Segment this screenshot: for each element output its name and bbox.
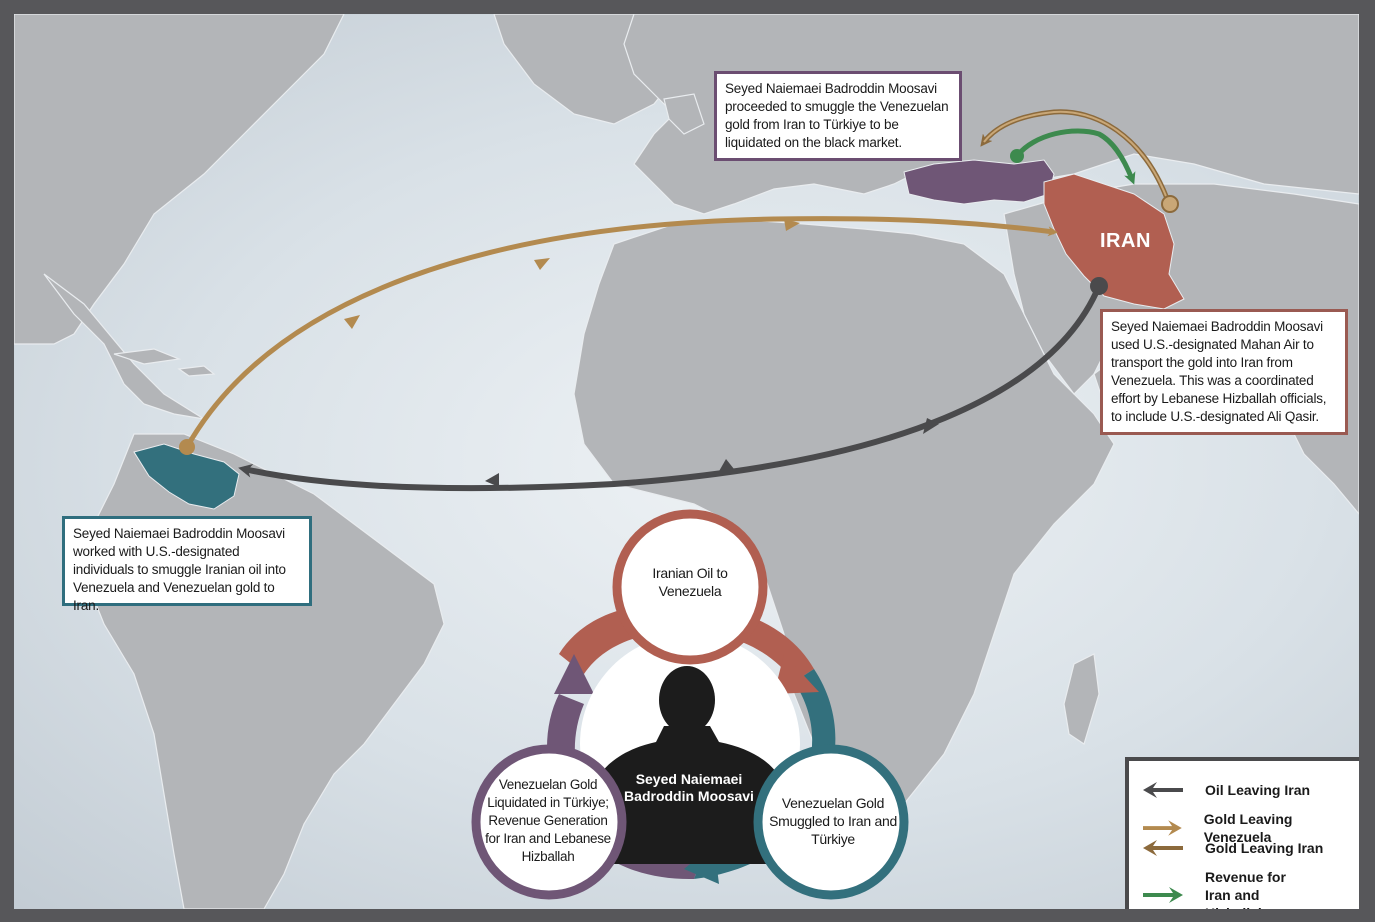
step-circle-gold-smuggled — [753, 744, 909, 900]
venezuela-callout: Seyed Naiemaei Badroddin Moosavi worked … — [62, 516, 312, 613]
legend-label: Revenue for Iran and Hizballah — [1205, 869, 1286, 909]
iran-map-label: IRAN — [1100, 230, 1151, 252]
gold-chevron — [784, 219, 800, 231]
cycle-chevron-oil — [774, 654, 819, 694]
gold-venezuela-route — [184, 216, 1058, 449]
legend-item-gold-iran: Gold Leaving Iran — [1143, 839, 1323, 857]
venezuela-origin-dot — [179, 439, 195, 455]
landmass-layer — [14, 14, 1359, 909]
brown-arrow-left-icon — [1143, 840, 1183, 856]
legend-item-revenue: Revenue for Iran and Hizballah — [1143, 868, 1315, 909]
cycle-step-liquidation: Venezuelan Gold Liquidated in Türkiye; R… — [485, 777, 611, 864]
gold-chevron — [344, 315, 360, 329]
legend-item-gold-venezuela: Gold Leaving Venezuela — [1143, 810, 1359, 846]
oil-chevron — [718, 459, 734, 473]
iran-country — [1043, 173, 1185, 310]
turkey-callout: Seyed Naiemaei Badroddin Moosavi proceed… — [714, 71, 962, 161]
tan-arrow-right-icon — [1143, 820, 1182, 836]
legend-item-oil: Oil Leaving Iran — [1143, 781, 1310, 799]
legend-label: Gold Leaving Iran — [1205, 840, 1324, 856]
iran-origin-dot — [1090, 277, 1108, 295]
cycle-diagram — [471, 509, 909, 900]
dark-arrow-left-icon — [1143, 782, 1183, 798]
iran-gold-origin-dot — [1161, 195, 1179, 213]
oil-chevron — [485, 473, 499, 487]
flow-arrows-layer — [179, 109, 1179, 492]
north-america-landmass — [14, 14, 345, 345]
cycle-center-name: Seyed Naiemaei Badroddin Moosavi — [624, 771, 754, 804]
cycle-step-gold-smuggled: Venezuelan Gold Smuggled to Iran and Tür… — [769, 795, 897, 847]
iran-callout: Seyed Naiemaei Badroddin Moosavi used U.… — [1100, 309, 1348, 435]
oil-chevron — [923, 418, 939, 434]
gold-chevron — [534, 258, 550, 270]
step-circle-oil — [612, 509, 768, 665]
green-arrow-right-icon — [1143, 887, 1183, 903]
revenue-origin-dot — [1010, 149, 1024, 163]
cycle-chevron-purple — [554, 654, 594, 694]
oil-iran-route — [238, 284, 1102, 492]
step-circle-liquidation — [471, 744, 627, 900]
world-map: IRAN Seyed Naiemaei Badroddin Moosavi pr… — [14, 14, 1359, 909]
person-silhouette-icon — [574, 666, 804, 864]
revenue-route — [1015, 128, 1136, 185]
cycle-step-oil: Iranian Oil to Venezuela — [652, 565, 728, 599]
legend-label: Gold Leaving Venezuela — [1203, 811, 1293, 845]
africa-landmass — [573, 218, 1115, 815]
legend: Oil Leaving Iran Gold Leaving Venezuela … — [1125, 757, 1359, 909]
legend-label: Oil Leaving Iran — [1205, 782, 1311, 798]
